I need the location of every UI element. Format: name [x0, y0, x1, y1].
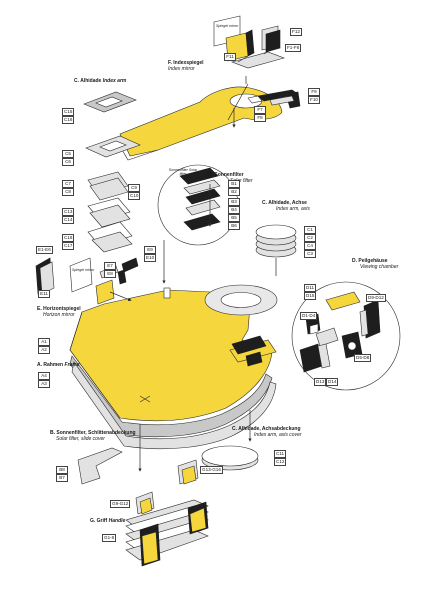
tag-c18: C18 [62, 234, 75, 242]
tag-f12: F12 [290, 28, 302, 36]
tag-d13: D13 [314, 378, 327, 386]
tag-c3: C3 [304, 250, 316, 258]
tag-f1f6: F1-F6 [285, 44, 302, 52]
tag-f9: F9 [308, 88, 320, 96]
tag-f10: F10 [308, 96, 320, 104]
tag-a3: A3 [38, 380, 50, 388]
viewing-chamber-detail [291, 281, 401, 391]
axis-cover-disc [201, 445, 259, 471]
tag-c15: C15 [62, 108, 75, 116]
tag-c6: C6 [62, 158, 74, 166]
index-arm-plate-c15 [83, 91, 137, 113]
tag-b4: B4 [228, 206, 240, 214]
index-arm-hinge [257, 89, 301, 109]
index-mirror-assembly [213, 15, 285, 69]
tag-c5: C5 [62, 150, 74, 158]
tag-a1: A1 [38, 338, 50, 346]
index-arm-plate-c5 [85, 135, 141, 158]
tag-a2: A2 [38, 346, 50, 354]
index-arm-wedge-c13 [87, 197, 131, 228]
frame-grey [69, 355, 277, 450]
horizon-mirror-strip-label: Spiegel mirror [72, 268, 95, 272]
handle-assembly [125, 459, 209, 567]
tag-f7: F7 [254, 106, 266, 114]
tag-d14: D14 [326, 378, 339, 386]
index-arm-wedge-c7 [87, 171, 129, 201]
tag-d1d4: D1-D4 [300, 312, 318, 320]
solar-filter-detail [157, 164, 239, 246]
tag-c7: C7 [62, 180, 74, 188]
tag-b3: B3 [228, 198, 240, 206]
tag-e11: E11 [38, 290, 50, 298]
tag-b8: B8 [56, 466, 68, 474]
index-mirror-strip-label: Spiegel mirror [216, 24, 239, 28]
tag-f11: F11 [224, 53, 236, 61]
slide-cover [77, 447, 123, 485]
tag-e1e6: E1-E6 [36, 246, 53, 254]
tag-c9: C9 [128, 184, 140, 192]
tag-c8: C8 [62, 188, 74, 196]
tag-f8: F8 [254, 114, 266, 122]
callout-index-arm: C. Alhidade Index arm [74, 78, 127, 84]
tag-b5: B5 [228, 214, 240, 222]
tag-b1: B1 [228, 180, 240, 188]
tag-e7: E7 [104, 262, 116, 270]
tag-b7: B7 [56, 474, 68, 482]
tag-c16: C16 [62, 116, 75, 124]
index-arm-axis-discs [255, 224, 297, 258]
tag-c2: C2 [304, 234, 316, 242]
tag-e10: E10 [144, 254, 157, 262]
tag-g1g8: G1-8 [102, 534, 117, 542]
callout-handle: G. Griff Handle [90, 518, 126, 524]
tag-c12: C12 [274, 458, 287, 466]
tag-c17: C17 [62, 242, 75, 250]
tag-c10: C10 [128, 192, 141, 200]
tag-c1: C1 [304, 226, 316, 234]
tag-b2: B2 [228, 188, 240, 196]
index-arm-wedge-c17 [87, 221, 133, 253]
tag-d9d12: D9-D12 [366, 294, 386, 302]
tag-d15: D15 [304, 292, 317, 300]
tag-d5d8: D5-D8 [354, 354, 372, 362]
tag-g13g16: G13-G16 [200, 466, 223, 474]
leader-lines [109, 76, 277, 472]
tag-c13: C13 [62, 208, 75, 216]
tag-e9: E9 [144, 246, 156, 254]
tag-g9g12: G9-G12 [110, 500, 131, 508]
tag-a4: A4 [38, 372, 50, 380]
frame-yellow [69, 287, 273, 422]
tag-c11: C11 [274, 450, 287, 458]
tag-e8: E8 [104, 270, 116, 278]
tag-c4: C4 [304, 242, 316, 250]
tag-b6: B6 [228, 222, 240, 230]
tag-c14: C14 [62, 216, 75, 224]
tag-d11: D11 [304, 284, 317, 292]
frame-hinge [229, 335, 277, 367]
solar-filter-strip-label: Sonnenfilter Solar filter [168, 168, 198, 177]
horizon-mirror-assembly [35, 257, 139, 305]
index-arm-ring [204, 284, 278, 316]
callout-frame: A. Rahmen Frame [37, 362, 80, 368]
index-arm [117, 86, 283, 161]
